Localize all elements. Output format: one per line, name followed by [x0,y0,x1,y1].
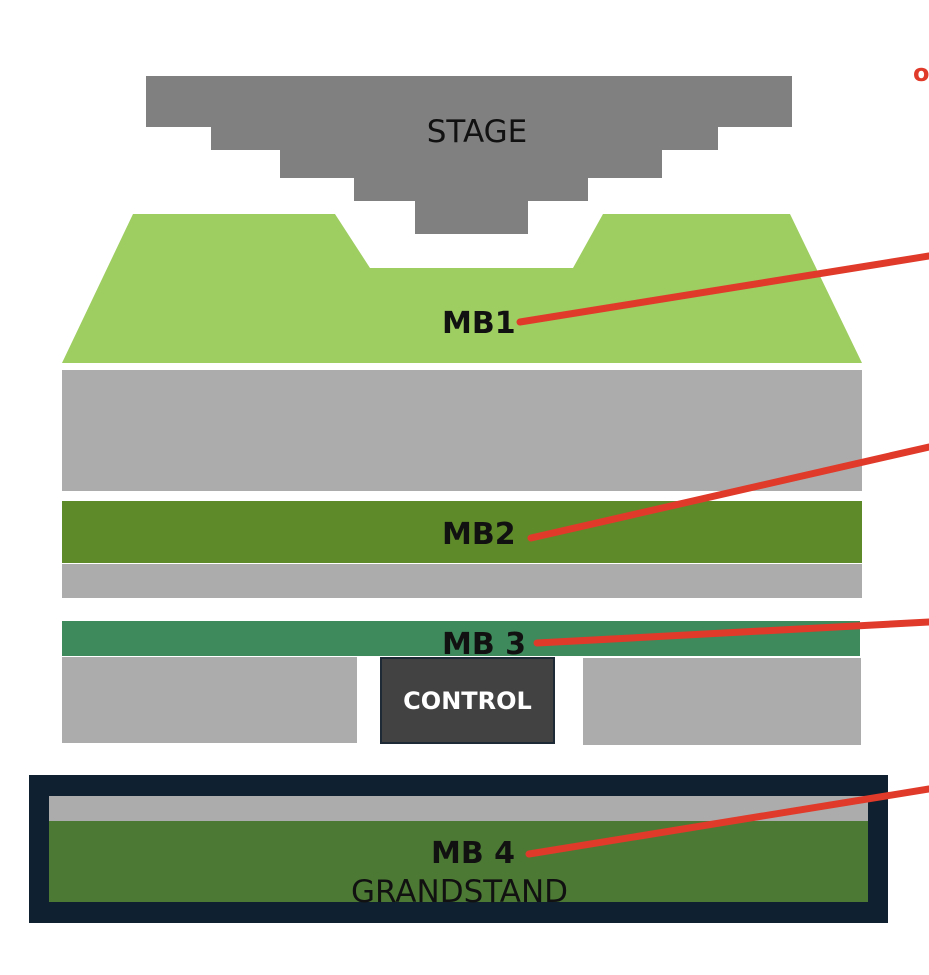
corner-mark: o [913,59,929,87]
mb2-pointer-line [527,443,929,542]
mb1-label: MB1 [442,306,516,341]
mb2-zone [62,501,862,563]
mb1-zone [62,214,862,363]
mb3-label: MB 3 [442,627,527,662]
seating-block-1 [62,370,862,491]
control-booth: CONTROL [380,657,555,744]
control-label: CONTROL [403,686,532,715]
seating-block-left [62,657,357,743]
mb3-zone [62,621,860,656]
stage-area [146,76,792,234]
seating-block-right [583,658,861,745]
mb4-label: MB 4 [431,836,516,871]
mb2-label: MB2 [442,517,516,552]
grandstand-seating-strip [49,796,868,821]
mb4-zone [49,821,868,902]
stage-label: STAGE [426,114,528,150]
mb3-pointer-line [533,618,929,647]
mb4-pointer-line [525,785,929,858]
mb1-pointer-line [516,252,929,326]
seating-block-2 [62,564,862,598]
grandstand-label: GRANDSTAND [351,874,569,910]
